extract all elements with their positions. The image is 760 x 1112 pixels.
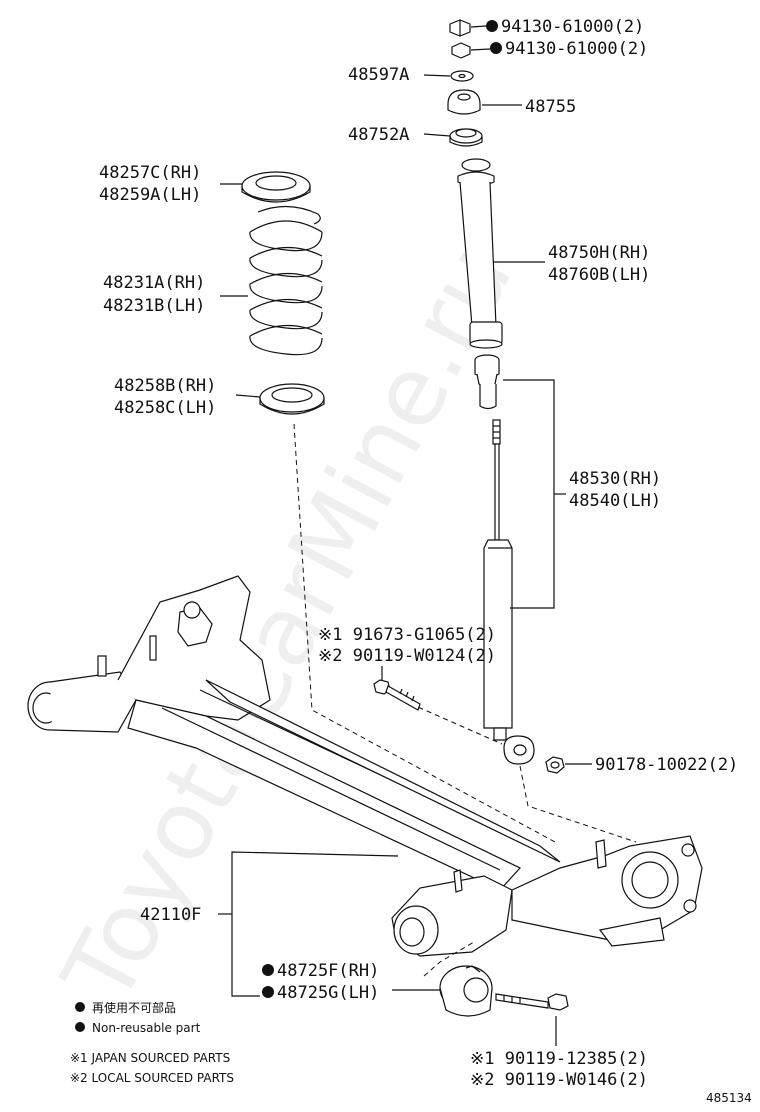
label-washer: 48597A [348,65,409,85]
label-nut-top-1: 94130-61000(2) [501,17,644,37]
label-bush-lh: 48725G(LH) [277,983,379,1003]
non-reusable-dot-icon [262,964,274,976]
legend-dot-icon [75,1002,85,1012]
label-upper-seat-rh: 48257C(RH) [99,163,201,183]
label-bearing: 48752A [348,125,409,145]
bearing-icon [449,128,483,147]
beam-bushing-icon [439,965,493,1017]
label-upper-seat-lh: 48259A(LH) [99,185,201,205]
absorber-bolt-icon [373,679,421,711]
label-bush-rh: 48725F(RH) [277,961,379,981]
label-lower-seat-lh: 48258C(LH) [114,398,216,418]
legend-dot-icon [75,1022,85,1032]
non-reusable-dot-icon [490,42,502,54]
washer-icon [450,70,474,82]
label-boot-lh: 48760B(LH) [548,265,650,285]
non-reusable-dot-icon [262,986,274,998]
dust-boot-icon [457,158,503,349]
label-bolt-bottom-local: ※2 90119-W0146(2) [470,1070,648,1090]
bump-stopper-icon [474,354,500,410]
label-spring-lh: 48231B(LH) [103,296,205,316]
lower-spring-seat-icon [259,383,325,415]
legend-jp: 再使用不可部品 [92,1000,176,1015]
upper-spring-seat-icon [241,171,311,203]
label-spring-rh: 48231A(RH) [103,273,205,293]
label-absorber-rh: 48530(RH) [569,469,661,489]
shock-absorber-icon [483,419,535,765]
diagram-id: 485134 [706,1091,752,1105]
top-nut-2-icon [451,42,471,59]
label-nut-lower: 90178-10022(2) [595,755,738,775]
rear-axle-beam-icon [27,575,703,957]
label-bolt-jp: ※1 91673-G1065(2) [318,625,496,645]
bushing-bolt-icon [495,993,569,1011]
label-support: 48755 [525,97,576,117]
legend-note-local: ※2 LOCAL SOURCED PARTS [70,1071,234,1085]
label-boot-rh: 48750H(RH) [548,243,650,263]
label-beam: 42110F [140,905,201,925]
top-nut-1-icon [449,19,471,37]
label-lower-seat-rh: 48258B(RH) [114,376,216,396]
legend-en: Non-reusable part [92,1021,201,1035]
label-bolt-local: ※2 90119-W0124(2) [318,646,496,666]
suspension-support-icon [447,89,481,115]
coil-spring-icon [249,205,323,356]
lower-nut-icon [545,756,565,774]
label-nut-top-2: 94130-61000(2) [505,39,648,59]
legend-note-japan: ※1 JAPAN SOURCED PARTS [70,1051,230,1065]
label-bolt-bottom-jp: ※1 90119-12385(2) [470,1049,648,1069]
label-absorber-lh: 48540(LH) [569,491,661,511]
non-reusable-dot-icon [486,20,498,32]
